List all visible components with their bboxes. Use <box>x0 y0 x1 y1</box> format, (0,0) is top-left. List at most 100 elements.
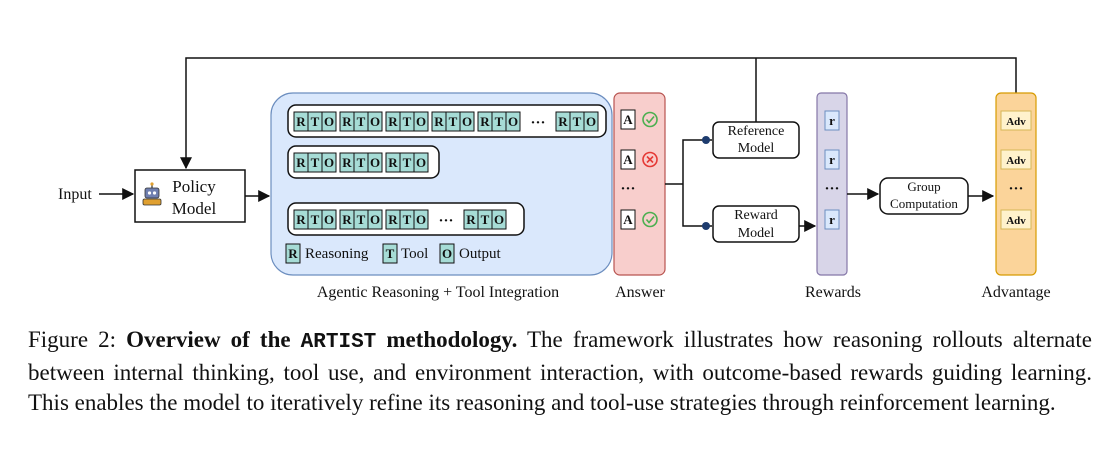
legend-r-letter: R <box>288 246 298 261</box>
rollout-cell-letter: R <box>296 212 306 227</box>
rollout-cell <box>491 209 507 230</box>
caption-title-part2: methodology. <box>376 327 518 352</box>
reward-cell <box>824 149 840 170</box>
feedback-loop-line <box>180 57 1017 170</box>
rewards-label: Rewards <box>805 284 861 301</box>
rollout-cell <box>413 209 429 230</box>
reference-model-label-line1: Reference <box>728 124 785 139</box>
rollout-cell-letter: R <box>434 114 444 129</box>
reward-model-box <box>712 205 800 243</box>
rollout-cell <box>321 152 337 173</box>
caption-title: Overview of the ARTIST methodology. <box>126 327 518 354</box>
rollout-cell-letter: T <box>449 114 458 129</box>
rollout-cell-letter: O <box>462 114 472 129</box>
legend-r-cell <box>285 243 301 264</box>
reward-ellipsis: ··· <box>824 181 839 197</box>
caption-body: The framework illustrates how reasoning … <box>28 327 1092 415</box>
rollout-cell-letter: R <box>296 155 306 170</box>
policy-model-label-line1: Policy <box>172 177 216 196</box>
rollout-cell <box>367 152 383 173</box>
rollout-cell-letter: T <box>495 114 504 129</box>
answer-cell <box>620 109 636 130</box>
rollout-cell-letter: T <box>311 155 320 170</box>
legend-t-cell <box>382 243 398 264</box>
rollout-cell-letter: O <box>416 155 426 170</box>
rollout-cell <box>367 209 383 230</box>
check-icon <box>642 111 658 128</box>
answer-cell <box>620 149 636 170</box>
legend-reasoning-text: Reasoning <box>305 246 369 262</box>
rollout-cell <box>505 111 521 132</box>
check-icon <box>642 211 658 228</box>
legend: R Reasoning T Tool O Output <box>285 243 502 264</box>
rollout-cell-letter: T <box>357 155 366 170</box>
rollout-cell-letter: O <box>508 114 518 129</box>
rollout-cell-letter: T <box>357 212 366 227</box>
advantage-cell <box>1000 149 1032 170</box>
reward-cells: r r ··· r <box>824 110 840 230</box>
legend-o-cell <box>439 243 455 264</box>
rollout-cell <box>413 152 429 173</box>
figure-caption: Figure 2: Overview of the ARTIST methodo… <box>28 325 1092 418</box>
rollout-cell-letter: R <box>342 114 352 129</box>
rollout-cell-letter: T <box>403 155 412 170</box>
policy-model-label-line2: Model <box>172 199 217 218</box>
rollout-cell-letter: R <box>466 212 476 227</box>
reward-input-port <box>702 222 710 230</box>
reference-input-port <box>702 136 710 144</box>
input-label: Input <box>58 186 92 203</box>
rollout-cell-letter: R <box>342 155 352 170</box>
group-computation-label-line1: Group <box>907 179 940 194</box>
rollout-cell-letter: O <box>324 114 334 129</box>
rollout-cell-letter: R <box>388 155 398 170</box>
rollout-cell-letter: T <box>403 114 412 129</box>
rollout-cell-letter: R <box>296 114 306 129</box>
rollout-cell <box>413 111 429 132</box>
rollout-cell-letter: O <box>324 212 334 227</box>
rollout-cell-letter: O <box>370 155 380 170</box>
legend-t-letter: T <box>386 246 395 261</box>
rollout-cell <box>321 209 337 230</box>
rollout-cell-letter: O <box>586 114 596 129</box>
rollout-cell-letter: T <box>573 114 582 129</box>
caption-title-mono: ARTIST <box>300 331 377 354</box>
advantage-cell <box>1000 110 1032 131</box>
rollout-cell-letter: R <box>558 114 568 129</box>
answer-to-reference-arrow <box>682 139 712 184</box>
reward-cell-letter: r <box>829 152 835 167</box>
caption-prefix: Figure 2: <box>28 327 127 352</box>
agentic-panel-label: Agentic Reasoning + Tool Integration <box>317 284 559 301</box>
rollout-cell-letter: R <box>388 212 398 227</box>
rollout-cell <box>367 111 383 132</box>
reward-cell <box>824 209 840 230</box>
advantage-cell-label: Adv <box>1006 215 1026 227</box>
rollout-cell-letter: O <box>416 212 426 227</box>
reward-model-label-line2: Model <box>738 226 775 241</box>
advantage-ellipsis: ··· <box>1008 181 1023 197</box>
rollout-cell-letter: O <box>370 212 380 227</box>
cross-icon <box>642 151 658 168</box>
legend-output-text: Output <box>459 246 502 262</box>
rollout-cell-letter: O <box>416 114 426 129</box>
rollout-cell <box>583 111 599 132</box>
legend-tool-text: Tool <box>401 246 428 262</box>
group-computation-label-line2: Computation <box>890 196 958 211</box>
reference-model-label-line2: Model <box>738 141 775 156</box>
robot-icon <box>142 182 162 206</box>
rollout-cell-letter: O <box>324 155 334 170</box>
advantage-label: Advantage <box>981 284 1050 301</box>
advantage-cell-label: Adv <box>1006 116 1026 128</box>
rollout-cell-letter: T <box>403 212 412 227</box>
rollout-cell-letter: O <box>494 212 504 227</box>
answer-cell-letter: A <box>623 112 633 127</box>
rollout-cell <box>321 111 337 132</box>
answer-to-reward-arrow <box>682 184 712 227</box>
reward-cell-letter: r <box>829 212 835 227</box>
answer-cells: AA···A <box>620 109 658 230</box>
rollout-cell-letter: R <box>388 114 398 129</box>
reward-cell-letter: r <box>829 113 835 128</box>
reference-model-box <box>712 121 800 159</box>
